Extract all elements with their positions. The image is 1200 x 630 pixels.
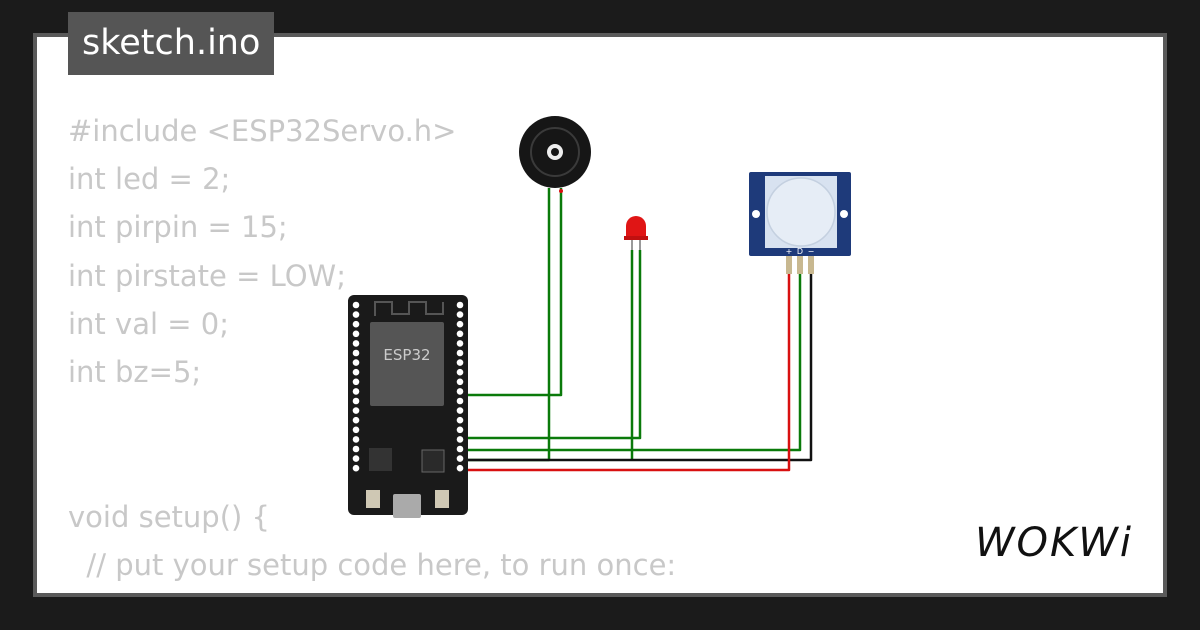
esp32-board[interactable]: ESP32	[348, 295, 468, 518]
header-pin[interactable]	[456, 330, 464, 338]
header-pin[interactable]	[456, 368, 464, 376]
code-line: // put your setup code here, to run once…	[68, 547, 677, 582]
voltage-regulator	[369, 448, 392, 471]
header-pin[interactable]	[352, 378, 360, 386]
header-pin[interactable]	[352, 359, 360, 366]
code-line: int bz=5;	[68, 354, 202, 389]
header-pin[interactable]	[456, 464, 464, 472]
wire-led-b[interactable]	[468, 250, 642, 440]
code-line: #include <ESP32Servo.h>	[68, 114, 457, 148]
code-preview: #include <ESP32Servo.h> int led = 2; int p…	[68, 107, 676, 593]
reset-button[interactable]	[435, 490, 449, 508]
header-pin[interactable]	[456, 445, 464, 453]
code-line: int pirstate = LOW;	[68, 258, 347, 293]
code-line: int led = 2;	[68, 162, 231, 197]
header-pin[interactable]	[456, 301, 464, 309]
header-pin[interactable]	[456, 397, 464, 405]
wire-ends	[559, 189, 563, 193]
buzzer[interactable]	[519, 116, 591, 188]
header-pin[interactable]	[352, 445, 360, 453]
esp32-pins-right	[456, 301, 464, 472]
red-led[interactable]	[624, 216, 648, 250]
header-pin[interactable]	[352, 311, 360, 318]
usb-uart-chip	[421, 449, 445, 473]
header-pin[interactable]	[352, 349, 360, 357]
header-pin[interactable]	[456, 349, 464, 357]
pir-sensor[interactable]: + D −	[749, 172, 851, 274]
diagram-canvas: #include <ESP32Servo.h> int led = 2; int p…	[37, 37, 1163, 593]
header-pin[interactable]	[352, 436, 360, 443]
pir-pin-label: D	[797, 247, 803, 256]
header-pin[interactable]	[456, 407, 464, 414]
code-line: int val = 0;	[68, 306, 229, 341]
header-pin[interactable]	[352, 368, 360, 376]
header-pin[interactable]	[352, 340, 360, 347]
pir-pin-label: −	[808, 247, 815, 256]
code-line: int pirpin = 15;	[68, 210, 288, 245]
header-pin[interactable]	[352, 407, 360, 414]
code-line: void setup() {	[68, 499, 270, 534]
header-pin[interactable]	[352, 388, 360, 395]
header-pin[interactable]	[352, 464, 360, 472]
header-pin[interactable]	[456, 426, 464, 434]
header-pin[interactable]	[456, 378, 464, 386]
pir-pin-label: +	[786, 247, 793, 256]
wire-pir-power[interactable]	[468, 274, 791, 472]
header-pin[interactable]	[456, 311, 464, 318]
wire-pir-signal[interactable]	[468, 274, 802, 452]
wire-buzzer-b[interactable]	[468, 188, 563, 397]
usb-port	[393, 494, 421, 518]
header-pin[interactable]	[352, 320, 360, 328]
header-pin[interactable]	[352, 330, 360, 338]
header-pin[interactable]	[456, 320, 464, 328]
wokwi-logo: WOKWi	[975, 520, 1133, 566]
header-pin[interactable]	[456, 359, 464, 366]
esp32-antenna	[374, 301, 444, 316]
esp32-label: ESP32	[383, 346, 430, 364]
header-pin[interactable]	[456, 340, 464, 347]
file-tab[interactable]: sketch.ino	[68, 12, 275, 75]
header-pin[interactable]	[456, 455, 464, 462]
header-pin[interactable]	[456, 436, 464, 443]
wire-pir-ground[interactable]	[468, 274, 813, 462]
header-pin[interactable]	[456, 388, 464, 395]
header-pin[interactable]	[456, 416, 464, 424]
wire-buzzer-a[interactable]	[468, 188, 551, 462]
header-pin[interactable]	[352, 455, 360, 462]
wires	[468, 188, 813, 472]
esp32-pins-left	[352, 301, 360, 472]
boot-button[interactable]	[366, 490, 380, 508]
header-pin[interactable]	[352, 426, 360, 434]
header-pin[interactable]	[352, 397, 360, 405]
esp32-chip	[370, 322, 444, 406]
header-pin[interactable]	[352, 416, 360, 424]
header-pin[interactable]	[352, 301, 360, 309]
